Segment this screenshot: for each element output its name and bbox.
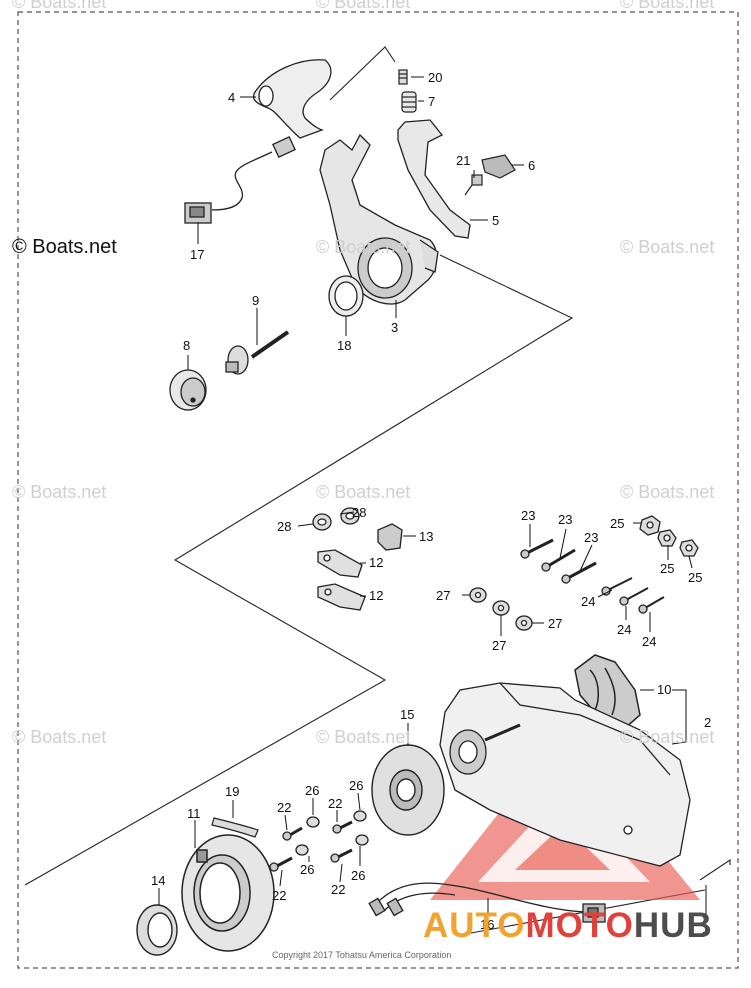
part-label-1: 1 [702,921,709,936]
part-19-strip [211,817,259,838]
watermark: © Boats.net [12,727,107,747]
part-label-10: 10 [657,682,671,697]
part-label-6: 6 [528,158,535,173]
part-label-26c: 26 [300,862,314,877]
part-label-25a: 25 [610,516,624,531]
part-label-22c: 22 [272,888,286,903]
part-8-knob [169,369,207,411]
part-3-lever [319,133,439,305]
watermark: © Boats.net [620,482,715,502]
boundary-line [329,46,396,101]
watermark: © Boats.net [12,236,117,258]
part-label-12a: 12 [369,555,383,570]
part-16-wire [368,882,606,923]
watermark: © Boats.net [12,0,107,12]
part-label-28a: 28 [277,519,291,534]
part-17-harness [184,135,296,224]
part-7-spring [401,91,417,113]
part-12-plate [317,549,366,611]
part-label-25c: 25 [688,570,702,585]
part-label-24a: 24 [581,594,595,609]
part-4-handle [252,59,332,139]
part-5-arm [397,119,471,239]
copyright-text: Copyright 2017 Tohatsu America Corporati… [272,950,452,960]
part-21-bolt [464,174,483,196]
part-label-13: 13 [419,529,433,544]
part-label-27c: 27 [548,616,562,631]
leader-lines [158,76,707,920]
part-label-8: 8 [183,338,190,353]
part-10-bracket [574,654,641,729]
watermark: © Boats.net [12,482,107,502]
part-label-9: 9 [252,293,259,308]
part-label-23a: 23 [521,508,535,523]
part-label-26b: 26 [349,778,363,793]
part-27-washer [469,587,533,631]
part-label-18: 18 [337,338,351,353]
part-14-ring [136,904,178,956]
part-label-19: 19 [225,784,239,799]
part-label-17: 17 [190,247,204,262]
part-label-28b: 28 [352,505,366,520]
part-label-15: 15 [400,707,414,722]
part-label-25b: 25 [660,561,674,576]
part-label-2: 2 [704,715,711,730]
part-label-24c: 24 [642,634,656,649]
part-2-housing [439,682,691,867]
part-15-plate [371,744,445,836]
part-label-27a: 27 [436,588,450,603]
part-23-screw [520,538,597,584]
part-24-screw [601,577,665,614]
part-label-7: 7 [428,94,435,109]
part-label-11: 11 [187,806,201,821]
brand-part-auto: AUTO [423,906,526,945]
diagram-frame [17,11,739,969]
part-13-block [377,523,403,551]
part-label-23c: 23 [584,530,598,545]
part-label-22d: 22 [331,882,345,897]
part-18-washer [328,275,364,317]
part-label-14: 14 [151,873,165,888]
watermark: © Boats.net [316,482,411,502]
part-label-21: 21 [456,153,470,168]
part-label-26a: 26 [305,783,319,798]
part-28-clip [312,507,360,531]
part-label-12b: 12 [369,588,383,603]
part-label-24b: 24 [617,622,631,637]
watermark: © Boats.net [316,237,411,257]
part-label-23b: 23 [558,512,572,527]
part-label-22b: 22 [328,796,342,811]
watermark: © Boats.net [316,0,411,12]
part-25-nut [639,515,699,557]
part-label-22a: 22 [277,800,291,815]
part-label-5: 5 [492,213,499,228]
housing-gear [449,723,521,775]
part-26-washer [295,810,369,856]
brand-logo: AUTOMOTOHUB [423,906,713,946]
part-20-screw [398,69,408,85]
boundary-line [24,254,574,886]
part-label-27b: 27 [492,638,506,653]
brand-part-moto: MOTO [525,906,634,945]
part-11-drum [181,834,275,952]
watermark: © Boats.net [316,727,411,747]
boundary-line [699,858,731,881]
watermark: © Boats.net [620,0,715,12]
part-22-screw [269,820,353,872]
part-label-16: 16 [480,917,494,932]
part-label-20: 20 [428,70,442,85]
part-label-4: 4 [228,90,235,105]
part-9-shaft [225,330,290,375]
brand-part-hub: HUB [633,906,713,945]
part-label-3: 3 [391,320,398,335]
part-6-bracket [481,154,516,179]
watermark: © Boats.net [620,237,715,257]
part-labels: 4 20 7 21 6 5 17 9 3 18 8 28 28 13 12 12… [151,70,711,936]
part-label-26d: 26 [351,868,365,883]
watermark: © Boats.net [620,727,715,747]
